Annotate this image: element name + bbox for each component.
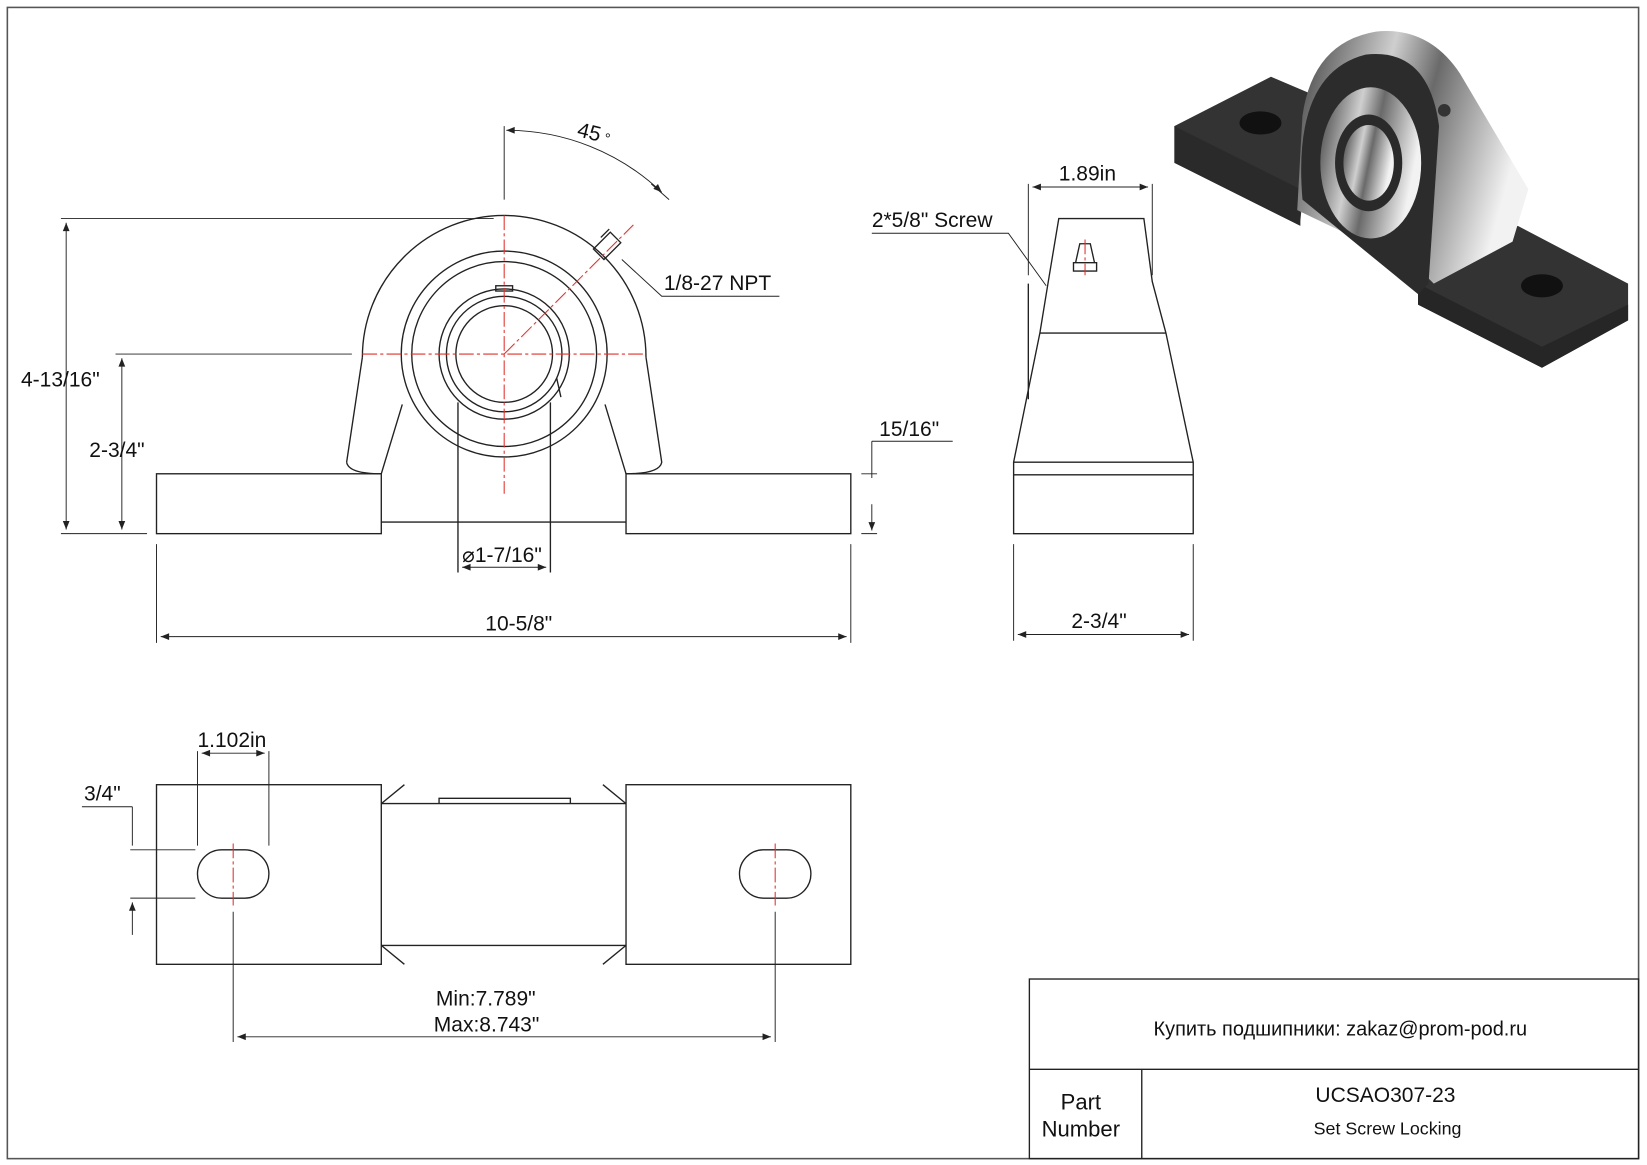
- angle-label: 45°: [575, 118, 613, 148]
- sheet-border: [6, 6, 1640, 1160]
- overall-height-label: 4-13/16": [21, 369, 100, 392]
- base-thickness-label: 15/16": [879, 418, 939, 441]
- screw-label: 2*5/8" Screw: [872, 209, 994, 232]
- slot-width-label: 3/4": [84, 782, 121, 805]
- bottom-view: 1.102in 3/4" Min:7.789" Max:8.743": [81, 729, 852, 1043]
- part-label-2: Number: [1042, 1117, 1120, 1142]
- part-label-1: Part: [1061, 1089, 1101, 1114]
- bore-label: ⌀1-7/16": [462, 544, 542, 567]
- bolt-spacing-min-label: Min:7.789": [436, 987, 536, 1010]
- bolt-spacing-max-label: Max:8.743": [434, 1014, 540, 1037]
- front-view: 45° 1/8-27 NPT 4-13/16" 2-3/4" 15/16" ⌀1…: [21, 118, 953, 643]
- title-block: Купить подшипники: zakaz@prom-pod.ru Par…: [1028, 978, 1640, 1160]
- contact-text: Купить подшипники: zakaz@prom-pod.ru: [1153, 1019, 1527, 1041]
- part-description: Set Screw Locking: [1314, 1118, 1462, 1138]
- top-width-label: 1.89in: [1059, 163, 1116, 186]
- slot-length-label: 1.102in: [197, 729, 266, 752]
- side-view: 1.89in 2*5/8" Screw 2-3/4": [871, 163, 1194, 641]
- center-height-label: 2-3/4": [89, 439, 144, 462]
- base-width-label: 2-3/4": [1071, 610, 1126, 633]
- part-number: UCSAO307-23: [1315, 1084, 1455, 1107]
- isometric-render: [1174, 31, 1629, 368]
- overall-length-label: 10-5/8": [485, 612, 552, 635]
- grease-fitting-label: 1/8-27 NPT: [664, 272, 772, 295]
